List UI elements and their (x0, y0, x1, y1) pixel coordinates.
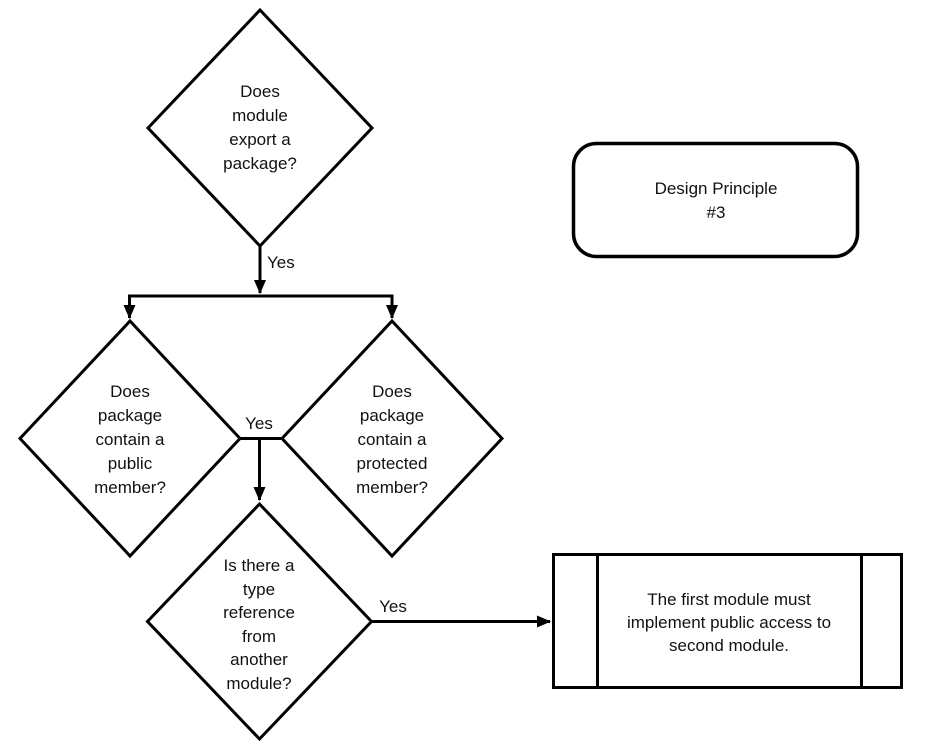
edge-label-export-yes: Yes (267, 253, 295, 272)
edge-label-contains-yes: Yes (245, 414, 273, 433)
decision-diamond-public-member (17, 318, 243, 559)
decision-protected-member-label: Does package contain a protected member? (356, 382, 428, 497)
decision-export-package-label: Does module export a package? (223, 82, 297, 173)
decision-public-member-label: Does package contain a public member? (94, 382, 166, 497)
edge-label-reference-yes: Yes (379, 597, 407, 616)
decision-diamond-protected-member (279, 318, 505, 559)
decision-diamond-type-reference (145, 501, 374, 742)
rounded-rectangle-design-principle (571, 141, 860, 259)
decision-type-reference-label: Is there a type reference from another m… (223, 556, 295, 693)
design-principle-label: Design Principle #3 (654, 179, 778, 222)
predefined-process-label: The first module must implement public a… (626, 589, 832, 655)
predefined-process-box (552, 553, 903, 689)
